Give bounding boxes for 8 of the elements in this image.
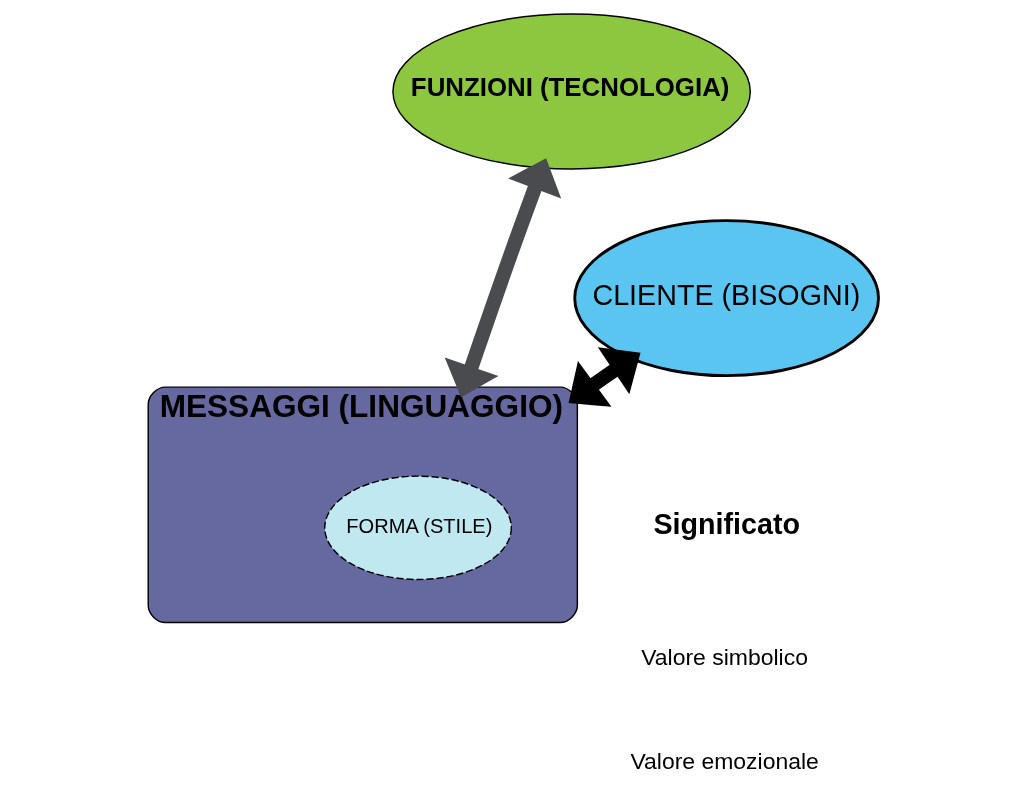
label: Significato — [652, 507, 800, 540]
arrow — [568, 347, 641, 407]
node-ellipse: CLIENTE (BISOGNI) — [572, 219, 880, 378]
node-ellipse: FUNZIONI (TECNOLOGIA) — [391, 13, 751, 170]
arrow — [444, 158, 561, 398]
label: Valore emozionale — [629, 747, 819, 774]
label: Valore simbolico — [640, 644, 808, 671]
node-ellipse: FORMA (STILE) — [323, 475, 512, 581]
